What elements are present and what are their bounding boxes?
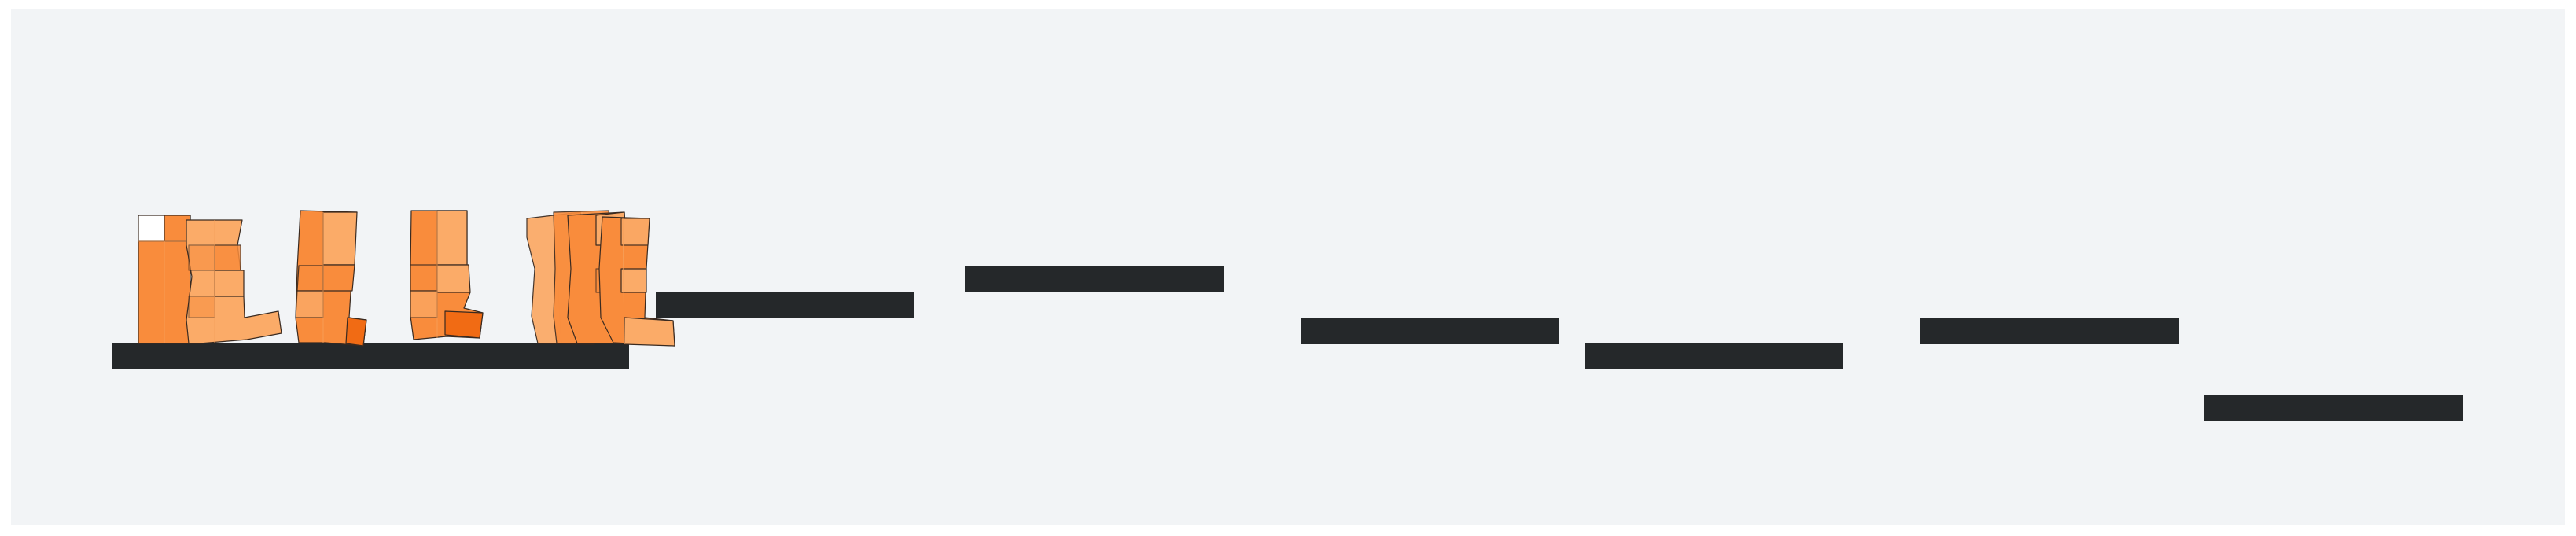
platform-7 bbox=[2204, 395, 2463, 421]
block-piece[interactable] bbox=[598, 216, 675, 347]
block-group-2[interactable] bbox=[295, 210, 367, 347]
platform-6 bbox=[1920, 318, 2179, 344]
block-group-1[interactable] bbox=[138, 215, 282, 344]
platform-4 bbox=[1301, 318, 1559, 344]
platform-5 bbox=[1585, 343, 1843, 369]
block-piece[interactable] bbox=[138, 215, 191, 344]
platform-3 bbox=[965, 266, 1224, 292]
block-piece[interactable] bbox=[186, 219, 282, 344]
blocks-layer bbox=[138, 210, 675, 347]
block-group-4[interactable] bbox=[526, 210, 675, 347]
platform-2 bbox=[656, 292, 914, 318]
game-stage bbox=[11, 9, 2565, 525]
block-group-3[interactable] bbox=[410, 210, 484, 340]
platform-base bbox=[112, 343, 629, 369]
